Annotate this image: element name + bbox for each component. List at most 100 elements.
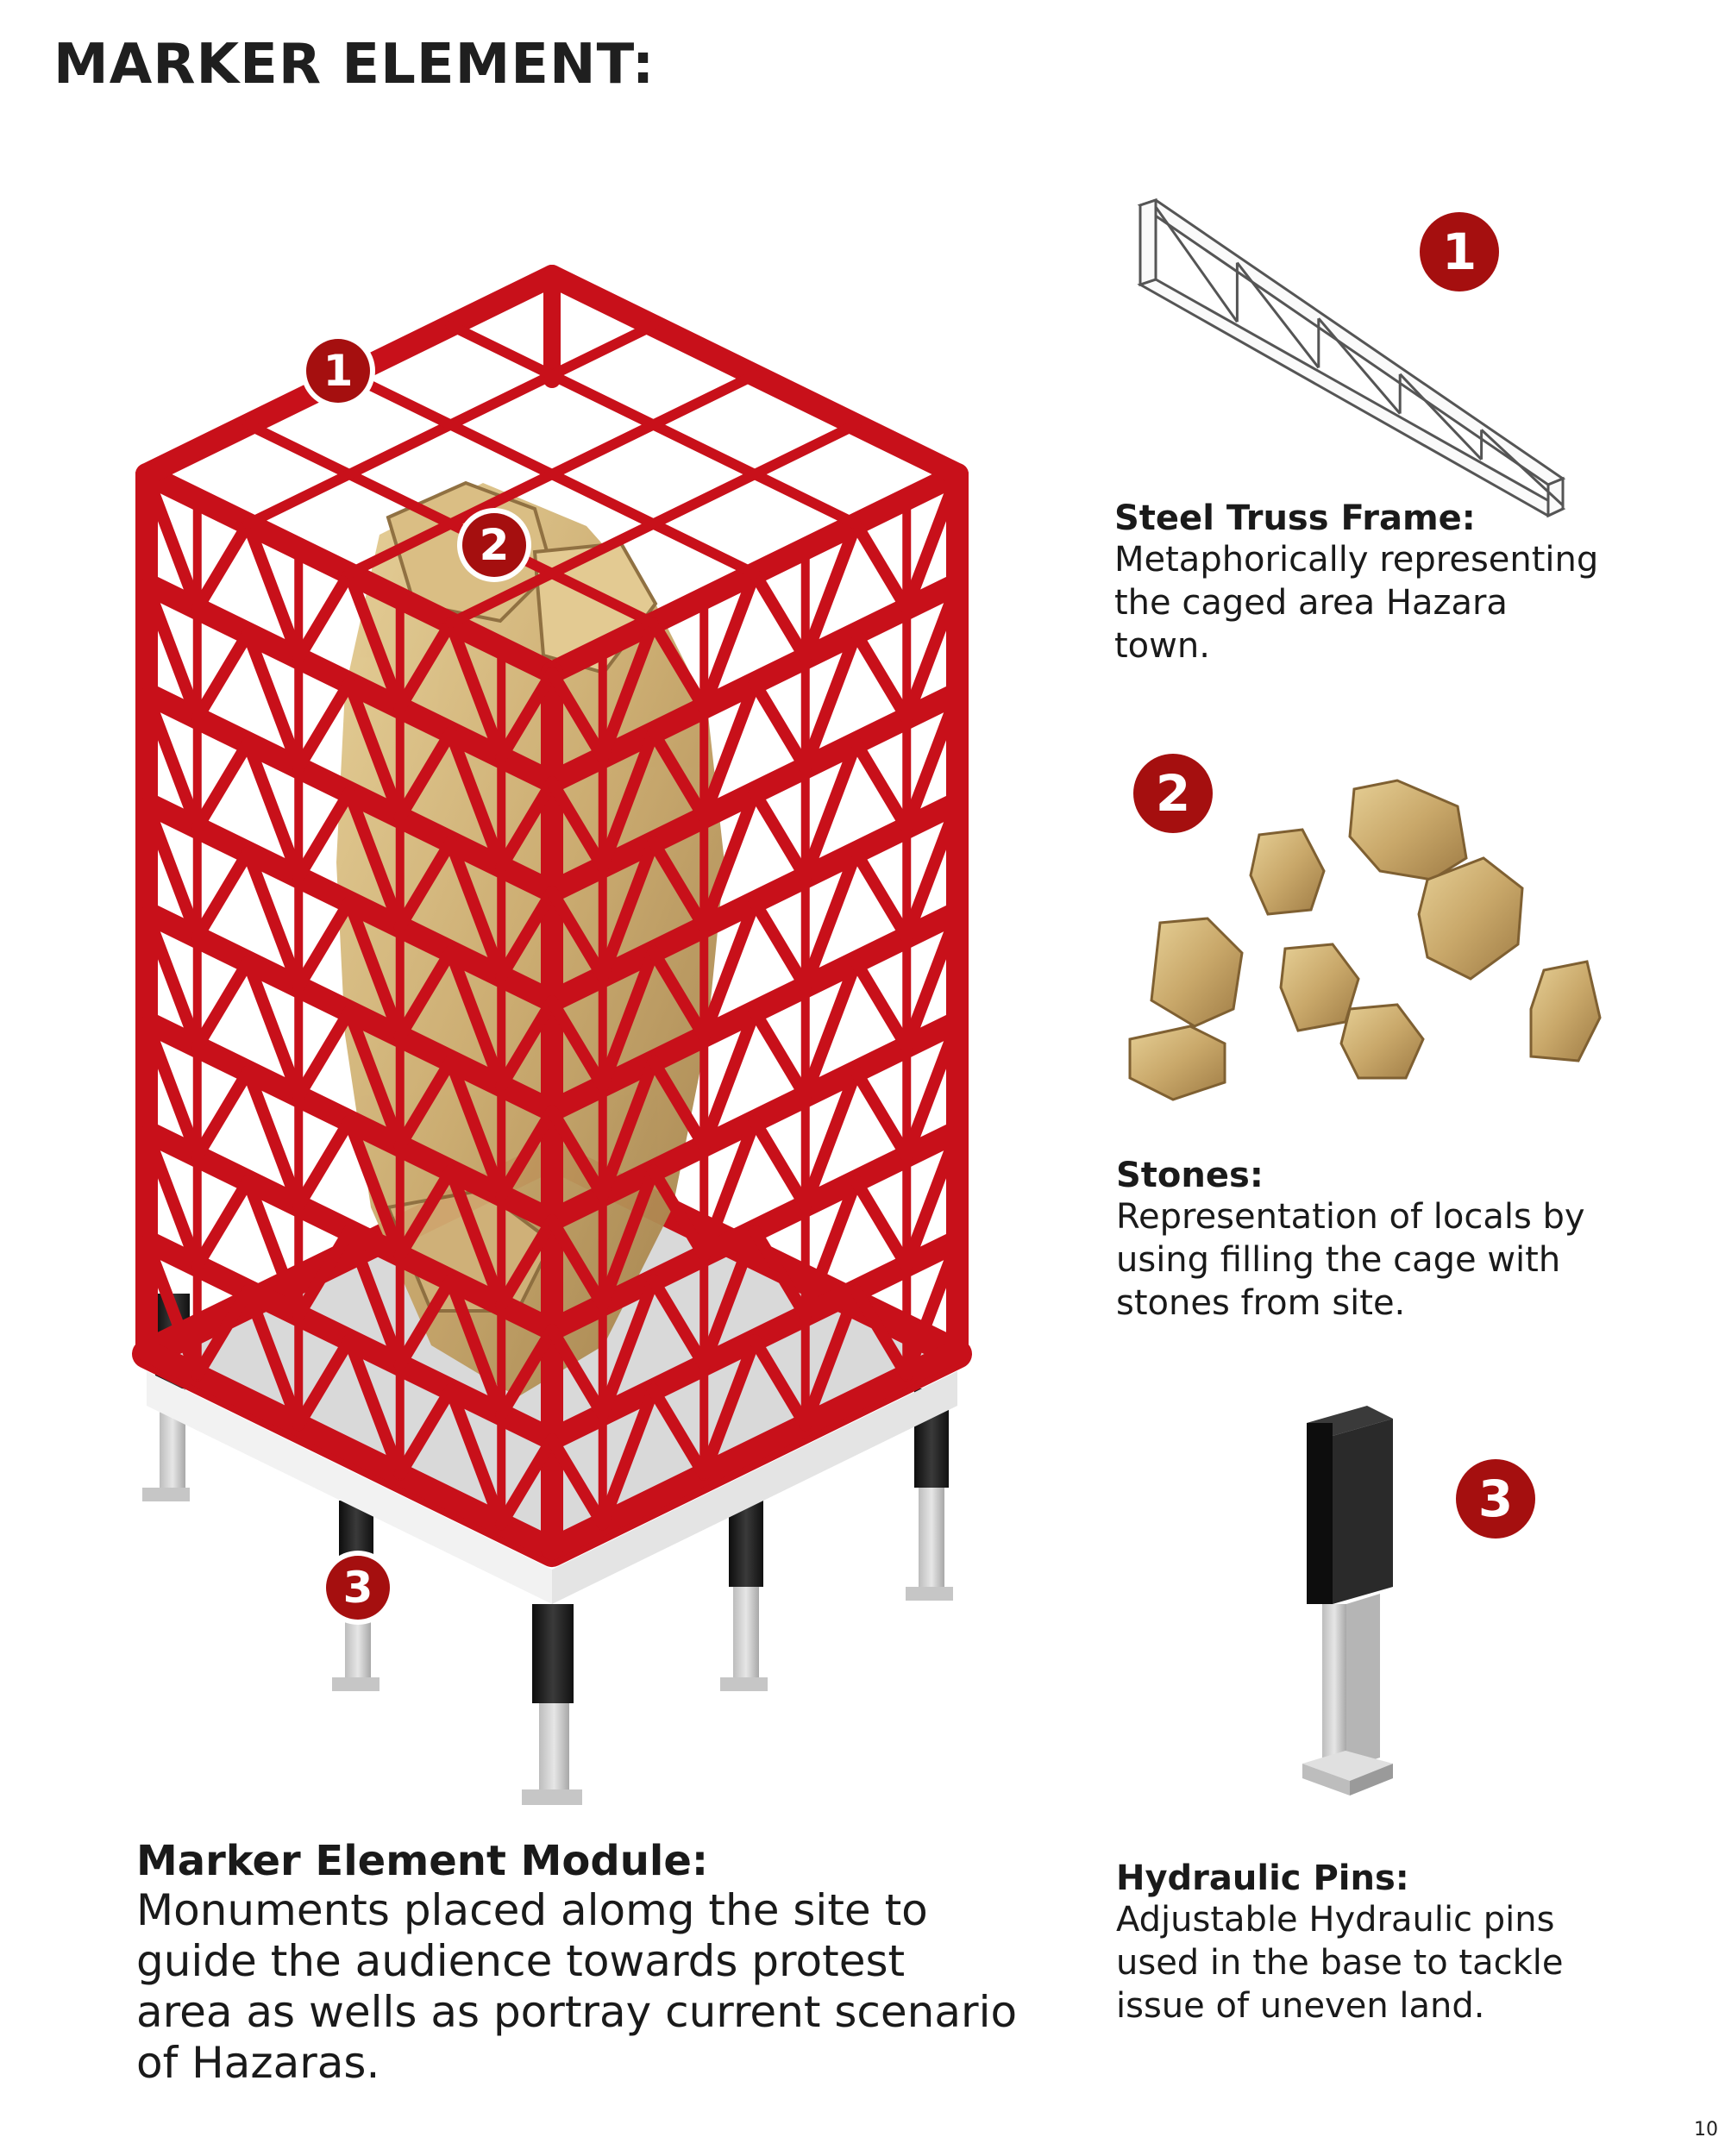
- truss-member: [191, 736, 254, 834]
- truss-member: [191, 846, 254, 943]
- truss-member: [647, 1274, 711, 1371]
- truss-member: [799, 1175, 862, 1322]
- truss-member: [647, 1055, 711, 1152]
- stones-line: using filling the cage with: [1116, 1240, 1561, 1280]
- truss-member: [495, 886, 558, 983]
- truss-member: [242, 846, 305, 993]
- truss-member: [541, 1339, 969, 1560]
- truss-line: the caged area Hazara: [1114, 583, 1508, 623]
- truss-member: [799, 846, 862, 993]
- truss-member: [242, 1284, 305, 1432]
- truss-member: [495, 667, 558, 764]
- truss-member: [444, 1164, 508, 1312]
- truss-member: [799, 1065, 862, 1213]
- truss-member: [292, 1225, 355, 1322]
- truss-member: [596, 1274, 660, 1421]
- truss-member: [749, 896, 812, 993]
- truss-member: [445, 320, 862, 530]
- truss-member: [546, 1324, 609, 1421]
- truss-member: [799, 956, 862, 1103]
- truss-member: [141, 797, 204, 943]
- stone: [1339, 1003, 1425, 1080]
- truss-member: [546, 995, 609, 1093]
- truss-member: [393, 726, 457, 824]
- truss-member: [495, 1105, 558, 1202]
- truss-member: [444, 617, 508, 764]
- truss-member: [698, 1225, 761, 1371]
- pins-description: Hydraulic Pins: Adjustable Hydraulic pin…: [1116, 1858, 1563, 2028]
- truss-member: [292, 677, 355, 774]
- truss-member: [647, 1164, 711, 1262]
- truss-member: [242, 1175, 305, 1322]
- module-description: Marker Element Module: Monuments placed …: [136, 1837, 1017, 2089]
- truss-member: [292, 1006, 355, 1103]
- truss-member: [242, 517, 305, 665]
- truss-member: [343, 896, 406, 1043]
- tower-steel-truss-frame: [135, 265, 969, 1560]
- truss-member: [141, 1016, 204, 1163]
- truss-member: [292, 567, 355, 665]
- truss-member: [698, 1115, 761, 1262]
- truss-heading: Steel Truss Frame:: [1114, 498, 1476, 538]
- truss-member: [749, 567, 812, 665]
- truss-member: [900, 797, 963, 943]
- truss-member: [698, 567, 761, 714]
- truss-member: [647, 945, 711, 1043]
- truss-member: [444, 945, 508, 1093]
- truss-member: [191, 517, 254, 615]
- pins-badge-3: 3: [1456, 1459, 1535, 1539]
- tower-pin: [522, 1604, 582, 1805]
- truss-member: [698, 896, 761, 1043]
- truss-member: [141, 468, 204, 615]
- truss-member: [749, 1334, 812, 1432]
- truss-member: [393, 1055, 457, 1152]
- truss-member: [799, 1284, 862, 1432]
- pins-line: issue of uneven land.: [1116, 1986, 1485, 2026]
- truss-member: [191, 1175, 254, 1272]
- module-line: area as wells as portray current scenari…: [136, 1987, 1018, 2037]
- truss-member: [444, 726, 508, 874]
- truss-line: town.: [1114, 626, 1210, 666]
- truss-member: [799, 736, 862, 884]
- truss-member: [900, 1016, 963, 1163]
- truss-member: [343, 1334, 406, 1481]
- truss-member: [546, 886, 609, 983]
- pins-line: used in the base to tackle: [1116, 1943, 1564, 1983]
- truss-web-member: [1154, 206, 1239, 323]
- truss-line: Metaphorically representing: [1114, 540, 1599, 580]
- truss-member: [292, 896, 355, 993]
- stones-badge-2: 2: [1133, 754, 1213, 833]
- stones-line: stones from site.: [1116, 1283, 1406, 1323]
- truss-member: [900, 1125, 963, 1272]
- truss-member: [191, 1284, 254, 1382]
- truss-member: [546, 1214, 609, 1312]
- truss-member: [343, 1225, 406, 1371]
- truss-web-member: [1317, 317, 1402, 415]
- truss-member: [647, 617, 711, 714]
- stones-description: Stones: Representation of locals by usin…: [1116, 1156, 1585, 1325]
- truss-member: [343, 787, 406, 933]
- stone: [1150, 917, 1244, 1028]
- truss-member: [850, 956, 913, 1053]
- truss-member: [799, 627, 862, 774]
- truss-member: [393, 836, 457, 933]
- truss-member: [647, 1383, 711, 1481]
- truss-member: [698, 677, 761, 824]
- truss-member: [799, 517, 862, 665]
- stone: [1249, 828, 1326, 916]
- truss-member: [141, 687, 204, 834]
- module-heading: Marker Element Module:: [136, 1837, 709, 1885]
- truss-member: [596, 617, 660, 764]
- page-title: MARKER ELEMENT:: [53, 33, 656, 97]
- truss-member: [242, 736, 305, 884]
- truss-member: [850, 1065, 913, 1163]
- truss-member: [596, 1164, 660, 1312]
- stone: [1348, 779, 1468, 881]
- stone: [1128, 1025, 1226, 1101]
- truss-member: [292, 787, 355, 884]
- truss-member: [900, 687, 963, 834]
